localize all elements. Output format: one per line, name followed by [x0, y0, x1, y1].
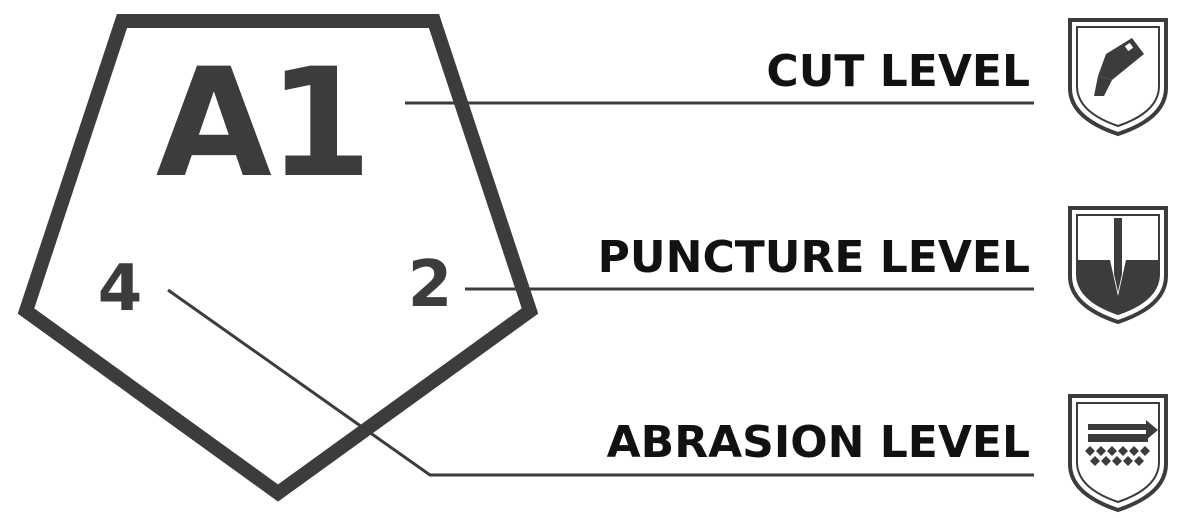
cutter-blade-shield-icon — [1068, 18, 1168, 137]
rating-pentagon: A1 4 2 — [17, 14, 539, 502]
abrasion-leader-line — [167, 288, 1034, 477]
abrasion-pad-shield-icon — [1068, 394, 1168, 513]
leader-lines — [167, 101, 1034, 477]
rating-code: A1 — [156, 37, 368, 211]
cut-level-label: CUT LEVEL — [766, 46, 1030, 97]
puncture-needle-shield-icon — [1068, 206, 1168, 325]
abrasion-level-label: ABRASION LEVEL — [607, 417, 1030, 468]
right-value: 2 — [408, 248, 453, 322]
left-value: 4 — [98, 252, 143, 326]
puncture-level-label: PUNCTURE LEVEL — [598, 232, 1030, 283]
pentagon-outline — [17, 14, 539, 502]
